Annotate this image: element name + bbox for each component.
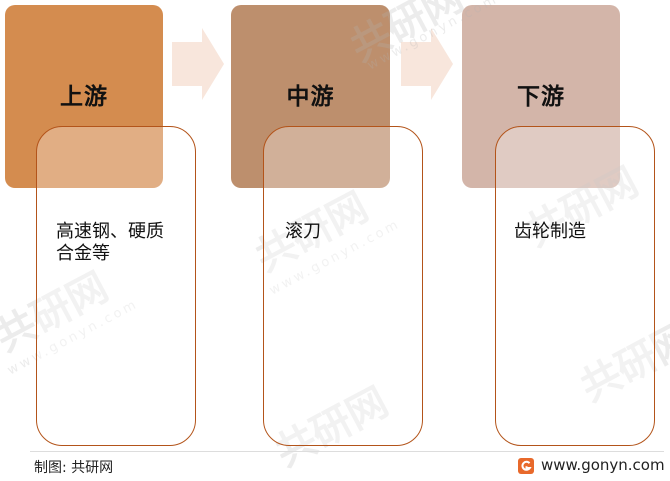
detail-text: 滚刀 xyxy=(285,221,321,242)
stage-box-downstream: 下游 xyxy=(462,5,620,188)
stage-title: 下游 xyxy=(517,84,565,110)
flow-arrow-icon xyxy=(172,28,224,100)
stage-title: 中游 xyxy=(286,84,335,110)
detail-card-downstream: 齿轮制造 xyxy=(495,126,655,446)
source-label: 制图: 共研网 xyxy=(34,460,114,476)
stage-title: 上游 xyxy=(60,84,108,110)
footer-divider xyxy=(30,451,664,452)
site-url: www.gonyn.com xyxy=(541,456,665,474)
detail-text: 高速钢、硬质合金等 xyxy=(56,221,164,264)
flow-arrow-icon xyxy=(401,28,453,100)
detail-card-midstream: 滚刀 xyxy=(263,126,423,446)
detail-card-upstream: 高速钢、硬质合金等 xyxy=(36,126,196,446)
stage-box-midstream: 中游 xyxy=(231,5,390,188)
detail-text: 齿轮制造 xyxy=(514,221,586,242)
gonyn-logo-icon xyxy=(518,458,534,474)
stage-box-upstream: 上游 xyxy=(5,5,163,188)
